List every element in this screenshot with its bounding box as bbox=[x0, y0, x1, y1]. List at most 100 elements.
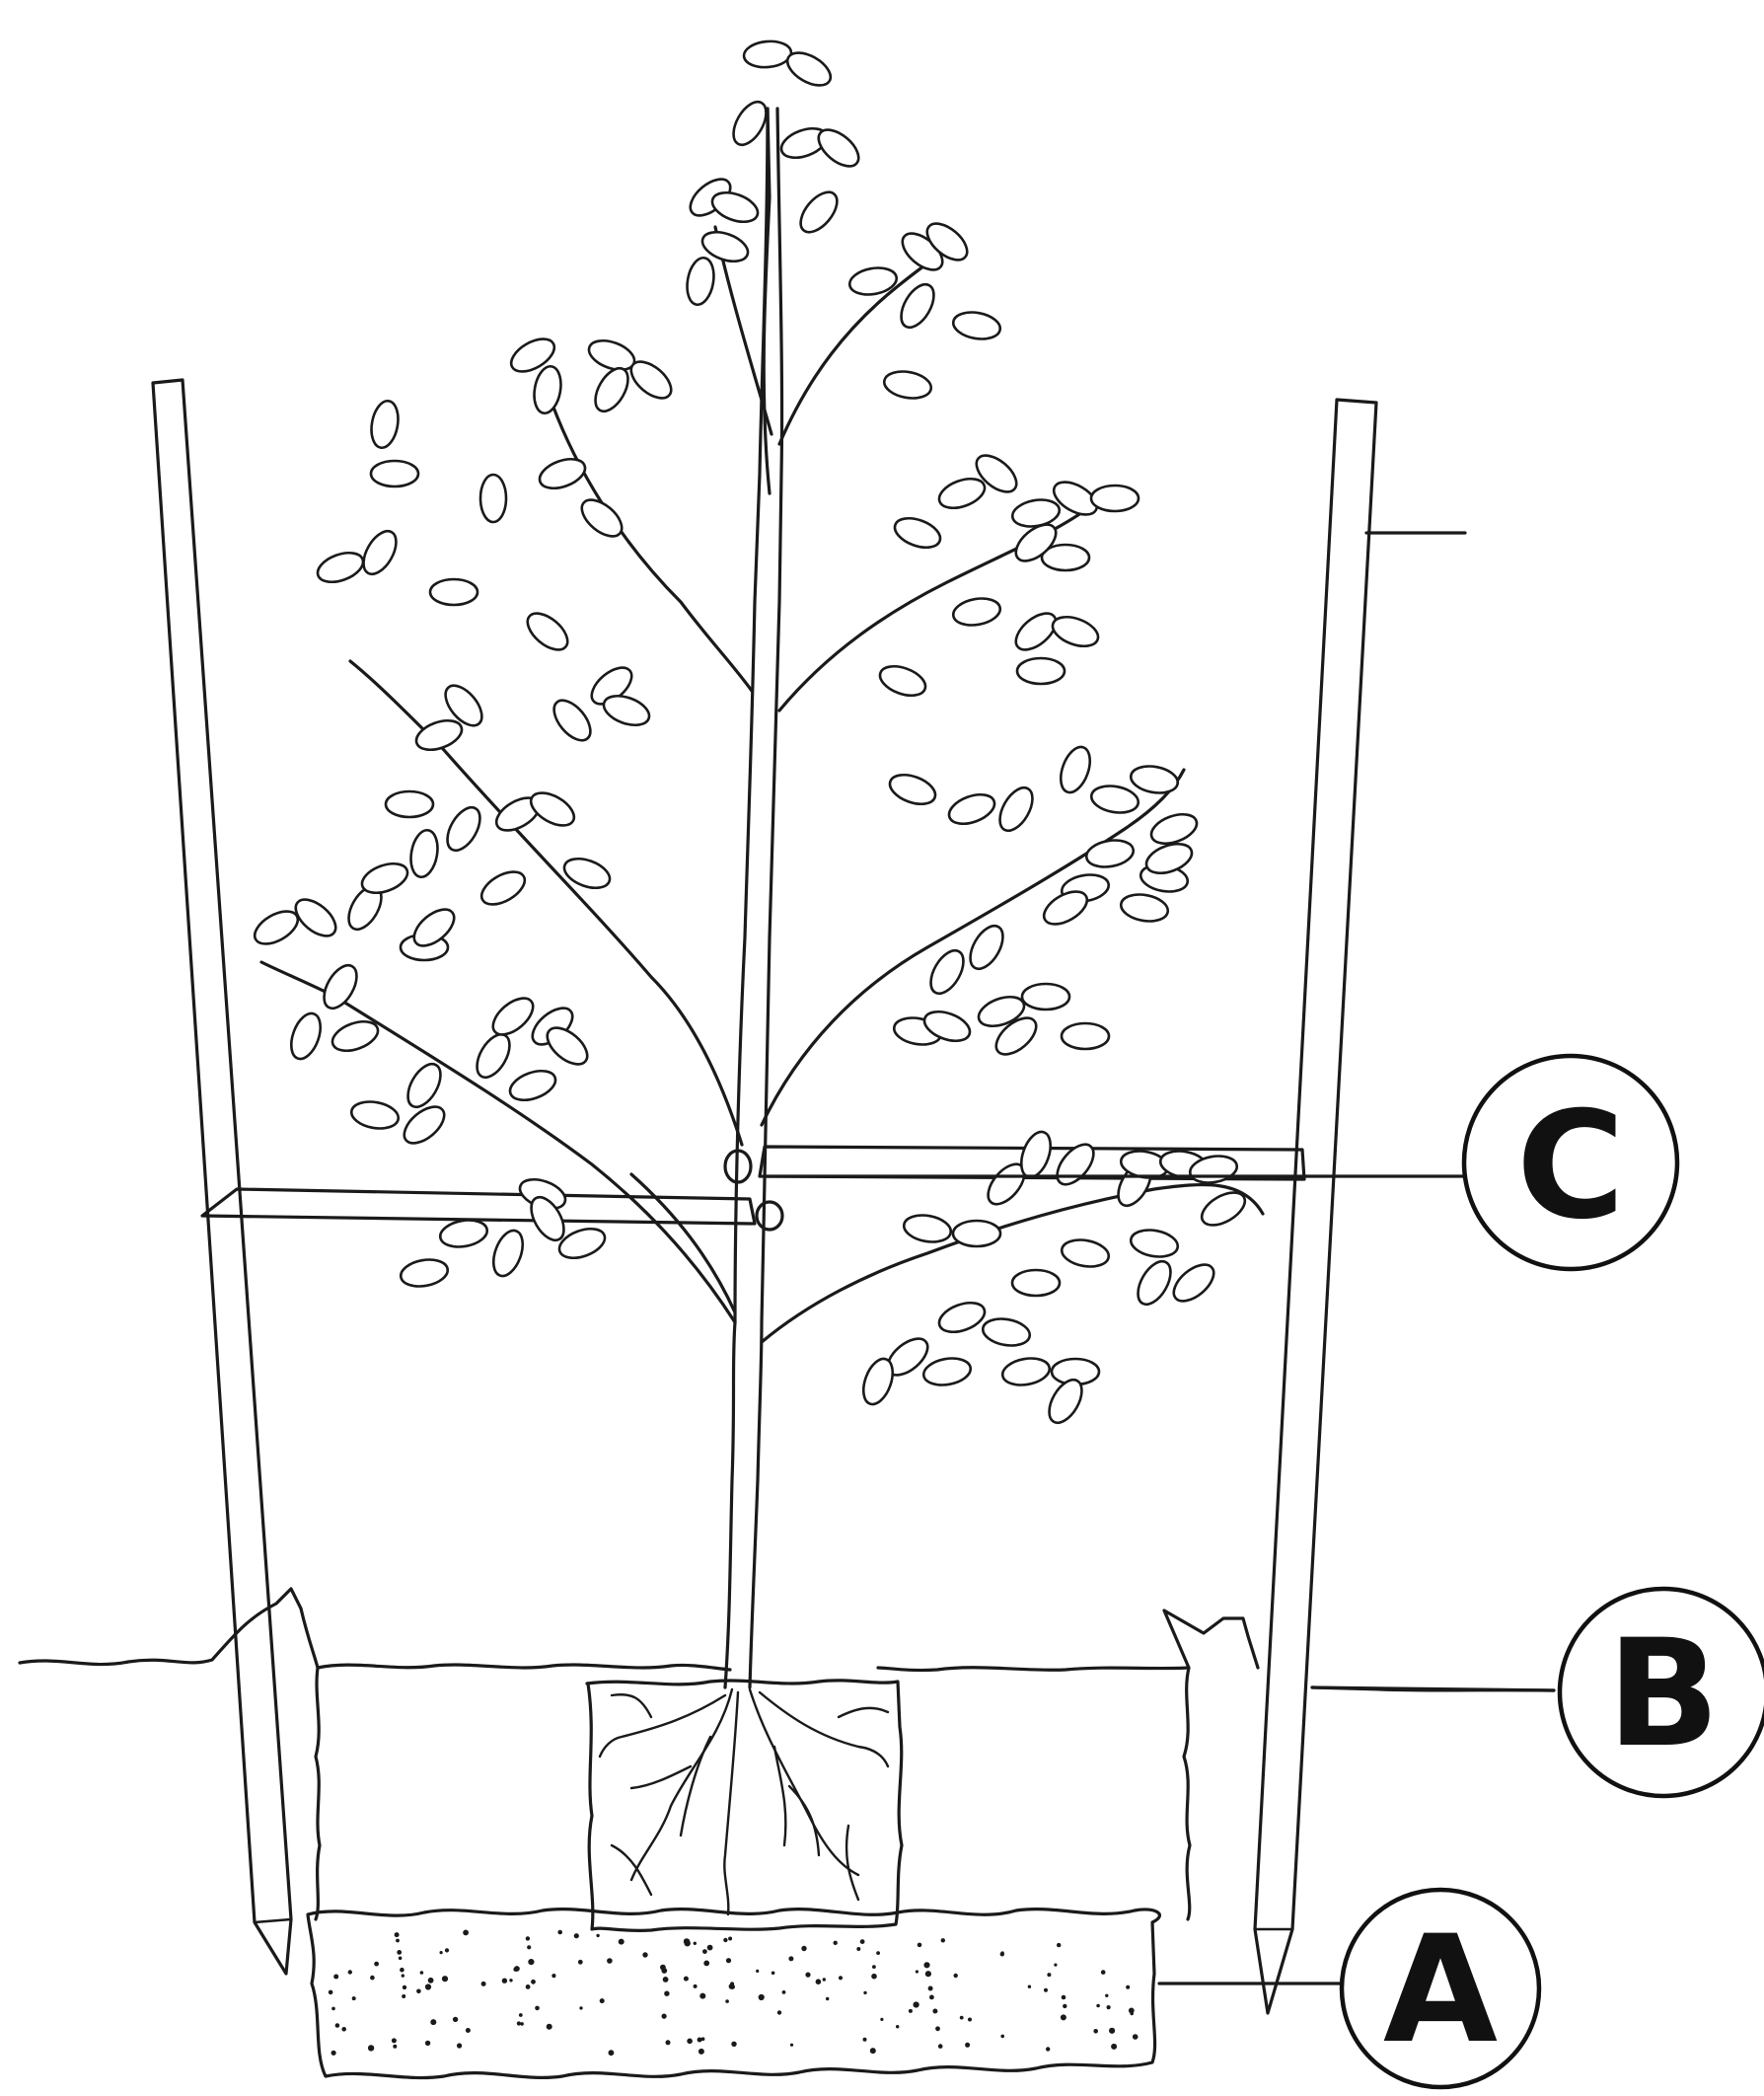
gravel-dot bbox=[960, 2016, 964, 2020]
gravel-dot bbox=[1046, 2047, 1050, 2051]
gravel-dot bbox=[526, 1936, 530, 1940]
gravel-dot bbox=[333, 1975, 338, 1980]
gravel-dot bbox=[707, 1945, 713, 1951]
leaf bbox=[891, 513, 944, 554]
ground-line bbox=[20, 1589, 301, 1665]
gravel-dot bbox=[457, 2043, 462, 2048]
planting-hole bbox=[301, 1609, 1258, 1919]
leaf bbox=[531, 364, 564, 415]
gravel-dot bbox=[777, 2010, 781, 2014]
leaf bbox=[684, 256, 717, 307]
gravel-dot bbox=[698, 2038, 702, 2043]
leaf bbox=[480, 475, 506, 522]
tie-left bbox=[202, 1189, 755, 1224]
gravel-dot bbox=[403, 1985, 406, 1989]
gravel-dot bbox=[402, 1974, 404, 1977]
leaf bbox=[1091, 486, 1139, 511]
gravel-dot bbox=[684, 1938, 690, 1944]
gravel-dot bbox=[730, 1984, 735, 1989]
gravel-dot bbox=[513, 1968, 517, 1972]
gravel-dot bbox=[664, 1991, 669, 1996]
gravel-dot bbox=[925, 1971, 931, 1977]
gravel-dot bbox=[1111, 2044, 1117, 2050]
gravel-dot bbox=[923, 1962, 929, 1968]
leaf bbox=[477, 865, 531, 912]
gravel-dot bbox=[509, 1979, 512, 1982]
gravel-dot bbox=[526, 1984, 531, 1989]
gravel-dot bbox=[687, 2039, 693, 2045]
leaf bbox=[1167, 1258, 1219, 1309]
gravel-dot bbox=[402, 1994, 405, 1998]
leaf bbox=[526, 786, 580, 833]
gravel-dot bbox=[1130, 2012, 1134, 2016]
leaf bbox=[1017, 658, 1065, 684]
leaf bbox=[407, 828, 441, 879]
gravel-dot bbox=[399, 1957, 403, 1961]
leaf bbox=[1012, 1270, 1060, 1296]
gravel-dot bbox=[1105, 1994, 1108, 1997]
leaf bbox=[935, 1298, 989, 1338]
gravel-dot bbox=[772, 1972, 775, 1976]
gravel-dot bbox=[579, 2006, 582, 2009]
leaf bbox=[1084, 837, 1136, 870]
gravel-dot bbox=[440, 1951, 443, 1954]
gravel-dot bbox=[395, 1932, 400, 1937]
gravel-dot bbox=[782, 1990, 786, 1994]
gravel-dot bbox=[374, 1962, 379, 1967]
gravel-dot bbox=[728, 1937, 732, 1941]
gravel-dot bbox=[370, 1976, 375, 1981]
leaf bbox=[1060, 1236, 1111, 1270]
gravel-dot bbox=[661, 1968, 667, 1974]
gravel-dot bbox=[726, 1958, 731, 1963]
gravel-dot bbox=[393, 2045, 397, 2049]
gravel-dot bbox=[702, 1949, 707, 1954]
gravel-dot bbox=[519, 2013, 523, 2017]
gravel-dot bbox=[341, 2027, 346, 2032]
gravel-dot bbox=[642, 1952, 647, 1957]
callout-a: A bbox=[1342, 1890, 1539, 2087]
leaf bbox=[993, 783, 1040, 837]
gravel-dot bbox=[694, 1984, 698, 1988]
gravel-dot bbox=[416, 1989, 421, 1994]
gravel-dot bbox=[517, 2021, 521, 2025]
gravel-dot bbox=[872, 1965, 876, 1969]
gravel-dot bbox=[805, 1973, 810, 1978]
leaf bbox=[951, 309, 1002, 342]
gravel-dot bbox=[420, 1971, 424, 1975]
gravel-dot bbox=[663, 1977, 669, 1983]
gravel-dot bbox=[823, 1978, 826, 1981]
leaf bbox=[1119, 891, 1170, 925]
leaf bbox=[441, 802, 487, 857]
gravel-dot bbox=[896, 2025, 899, 2028]
gravel-dot bbox=[1109, 2028, 1115, 2034]
gravel-dot bbox=[400, 1968, 404, 1973]
leaf bbox=[895, 279, 941, 334]
gravel-dot bbox=[425, 2041, 430, 2046]
gravel-dot bbox=[916, 1970, 919, 1973]
leaf bbox=[1049, 612, 1102, 652]
gravel-dot bbox=[938, 2044, 943, 2049]
gravel-dot bbox=[918, 1943, 922, 1948]
gravel-dot bbox=[348, 1970, 352, 1974]
gravel-dot bbox=[352, 1996, 356, 2000]
gravel-dot bbox=[547, 2024, 552, 2030]
leaf bbox=[964, 921, 1010, 975]
callout-c-label: C bbox=[1516, 1081, 1625, 1252]
leaf bbox=[412, 715, 466, 756]
gravel-dot bbox=[466, 2028, 471, 2033]
roots bbox=[600, 1689, 888, 1914]
gravel-dot bbox=[619, 1939, 625, 1945]
gravel-dot bbox=[428, 1978, 434, 1984]
gravel-dot bbox=[1057, 1943, 1061, 1947]
leaf bbox=[1132, 1256, 1178, 1310]
gravel-dot bbox=[1061, 2014, 1066, 2020]
leaf bbox=[398, 1100, 450, 1151]
leaf bbox=[371, 461, 418, 487]
gravel-dot bbox=[1133, 2034, 1139, 2040]
gravel-dot bbox=[684, 1977, 689, 1982]
gravel-layer bbox=[308, 1909, 1159, 2078]
leaf bbox=[1010, 496, 1062, 530]
gravel-dot bbox=[574, 1933, 579, 1938]
gravel-dot bbox=[871, 1974, 877, 1980]
